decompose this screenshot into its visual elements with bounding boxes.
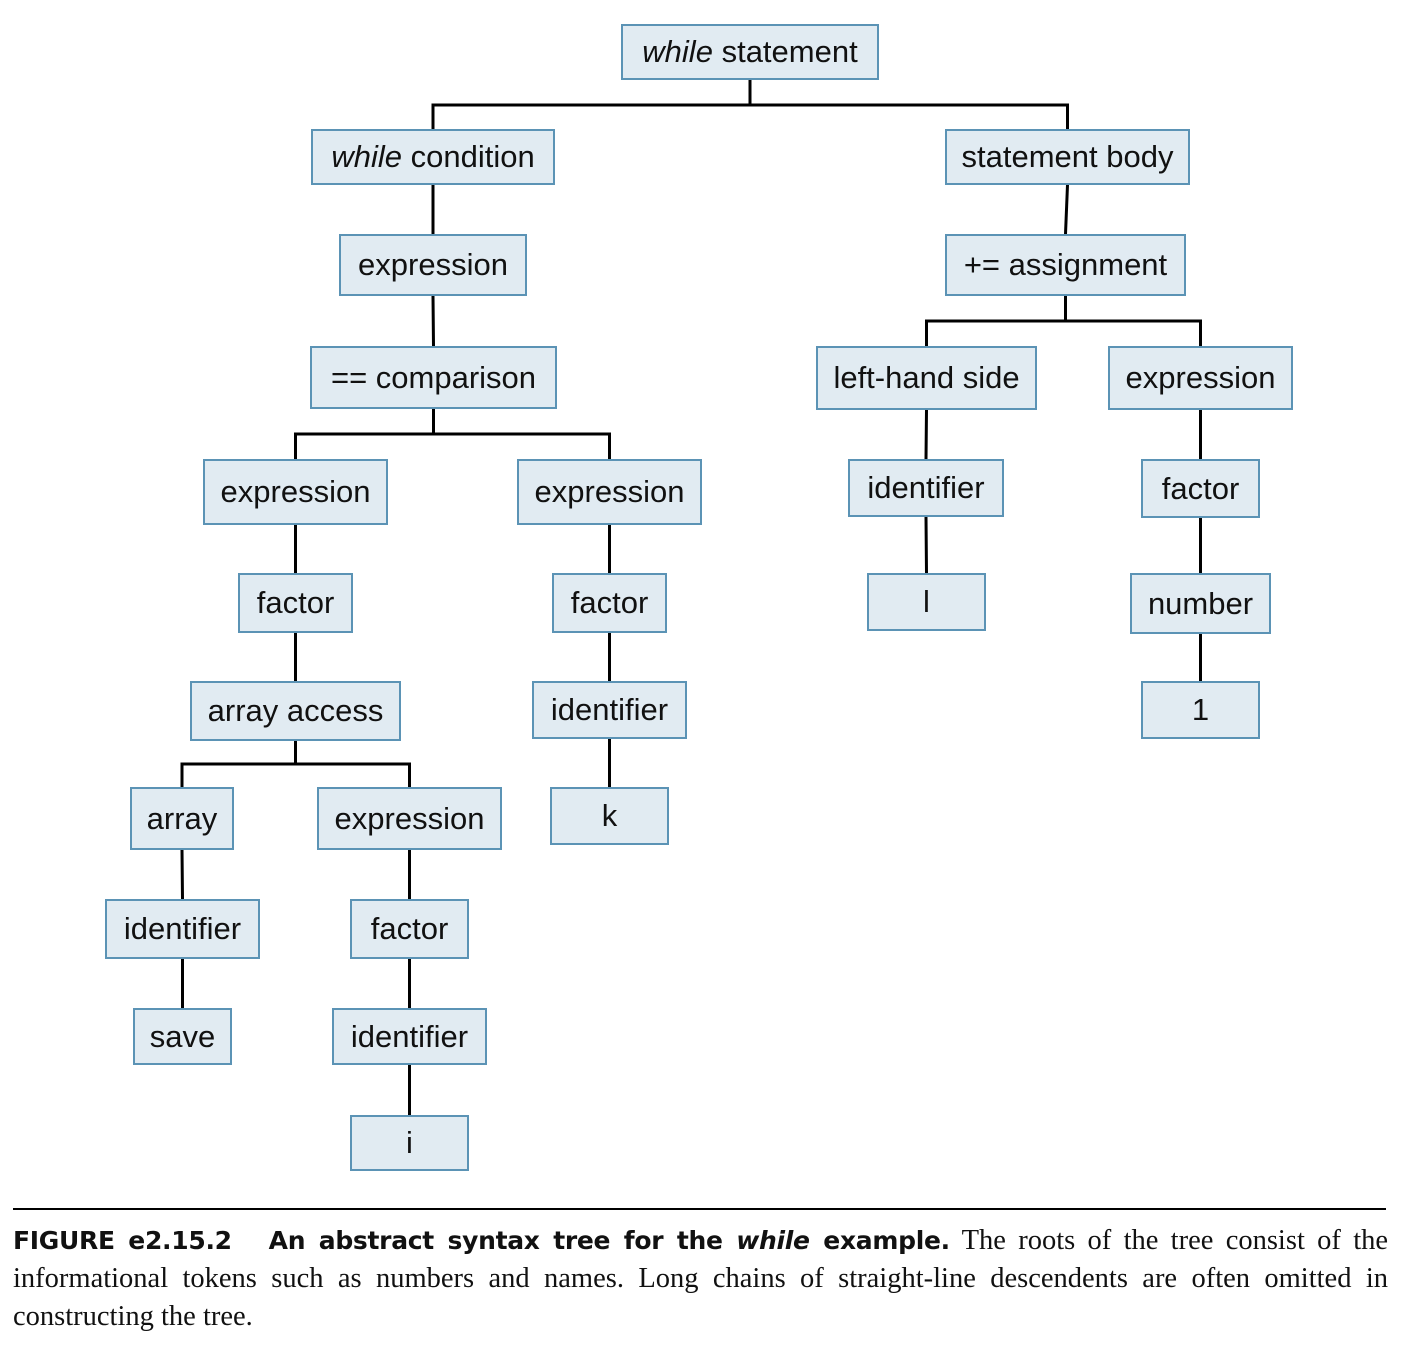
edge-connector [431,294,436,348]
node-identifier: identifier [532,681,687,739]
node-label: expression [534,474,685,509]
node-expression: expression [517,459,702,525]
node-token-save: save [133,1008,232,1065]
figure-caption-body: The roots of the tree consist of the inf… [13,1225,1389,1332]
node-array: array [130,787,234,850]
node-factor: factor [552,573,667,633]
node-factor: factor [1141,459,1260,518]
syntax-tree-diagram: while statement while condition statemen… [105,24,1293,1171]
node-label: number [1147,585,1254,621]
edge-connector [924,408,929,461]
node-label: identifier [123,911,242,946]
node-comparison: == comparison [310,346,557,409]
node-label: identifier [550,692,669,727]
node-number: number [1130,573,1271,634]
figure-title: An abstract syntax tree for the while ex… [269,1226,950,1255]
node-factor: factor [238,573,353,633]
node-label: expression [334,800,485,836]
node-token-k: k [550,787,669,845]
node-while-statement: while statement [621,24,879,80]
node-identifier: identifier [848,459,1004,517]
node-label: statement [721,34,858,69]
node-expression: expression [203,459,388,525]
node-array-access: array access [190,681,401,741]
node-label: condition [410,139,535,174]
node-expression: expression [339,234,527,296]
node-label: == comparison [330,359,537,395]
node-label: factor [256,585,335,620]
node-label: left-hand side [833,360,1020,395]
figure-label: FIGURE e2.15.2 [13,1226,232,1255]
node-expression: expression [317,787,502,850]
node-identifier: identifier [105,899,260,959]
node-label: l [923,584,930,619]
node-label: expression [220,474,371,509]
node-identifier: identifier [332,1008,487,1065]
node-keyword: while [331,139,402,174]
edge-connector [924,515,929,575]
node-label: factor [570,585,649,620]
node-label: statement body [961,139,1174,174]
node-label: array [146,800,218,836]
edge-connector [1063,183,1070,236]
node-statement-body: statement body [945,129,1190,185]
node-label: i [406,1125,413,1160]
node-label: factor [370,911,449,946]
node-label: save [149,1018,216,1054]
node-while-condition: while condition [311,129,555,185]
node-keyword: while [642,34,713,69]
node-label: array access [207,693,384,728]
node-label: k [601,798,618,833]
figure-title-end: example. [809,1226,950,1255]
node-token-1: 1 [1141,681,1260,739]
node-token-i: i [350,1115,469,1171]
node-label: += assignment [963,247,1168,282]
edge-connector [180,848,185,901]
figure-caption: FIGURE e2.15.2 An abstract syntax tree f… [13,1222,1388,1336]
node-label: factor [1161,470,1240,506]
figure-title-text: An abstract syntax tree for the [268,1226,737,1255]
node-label: 1 [1191,692,1210,727]
figure-title-keyword: while [736,1226,810,1255]
node-label: expression [358,247,508,282]
node-label: identifier [350,1018,469,1054]
node-token-l: l [867,573,986,631]
node-expression: expression [1108,346,1293,410]
node-left-hand-side: left-hand side [816,346,1037,410]
tree-edges [180,78,1202,1117]
node-label: identifier [867,470,985,505]
node-plus-assignment: += assignment [945,234,1186,296]
node-label: expression [1125,360,1276,395]
node-factor: factor [350,899,469,959]
caption-divider [13,1208,1386,1210]
